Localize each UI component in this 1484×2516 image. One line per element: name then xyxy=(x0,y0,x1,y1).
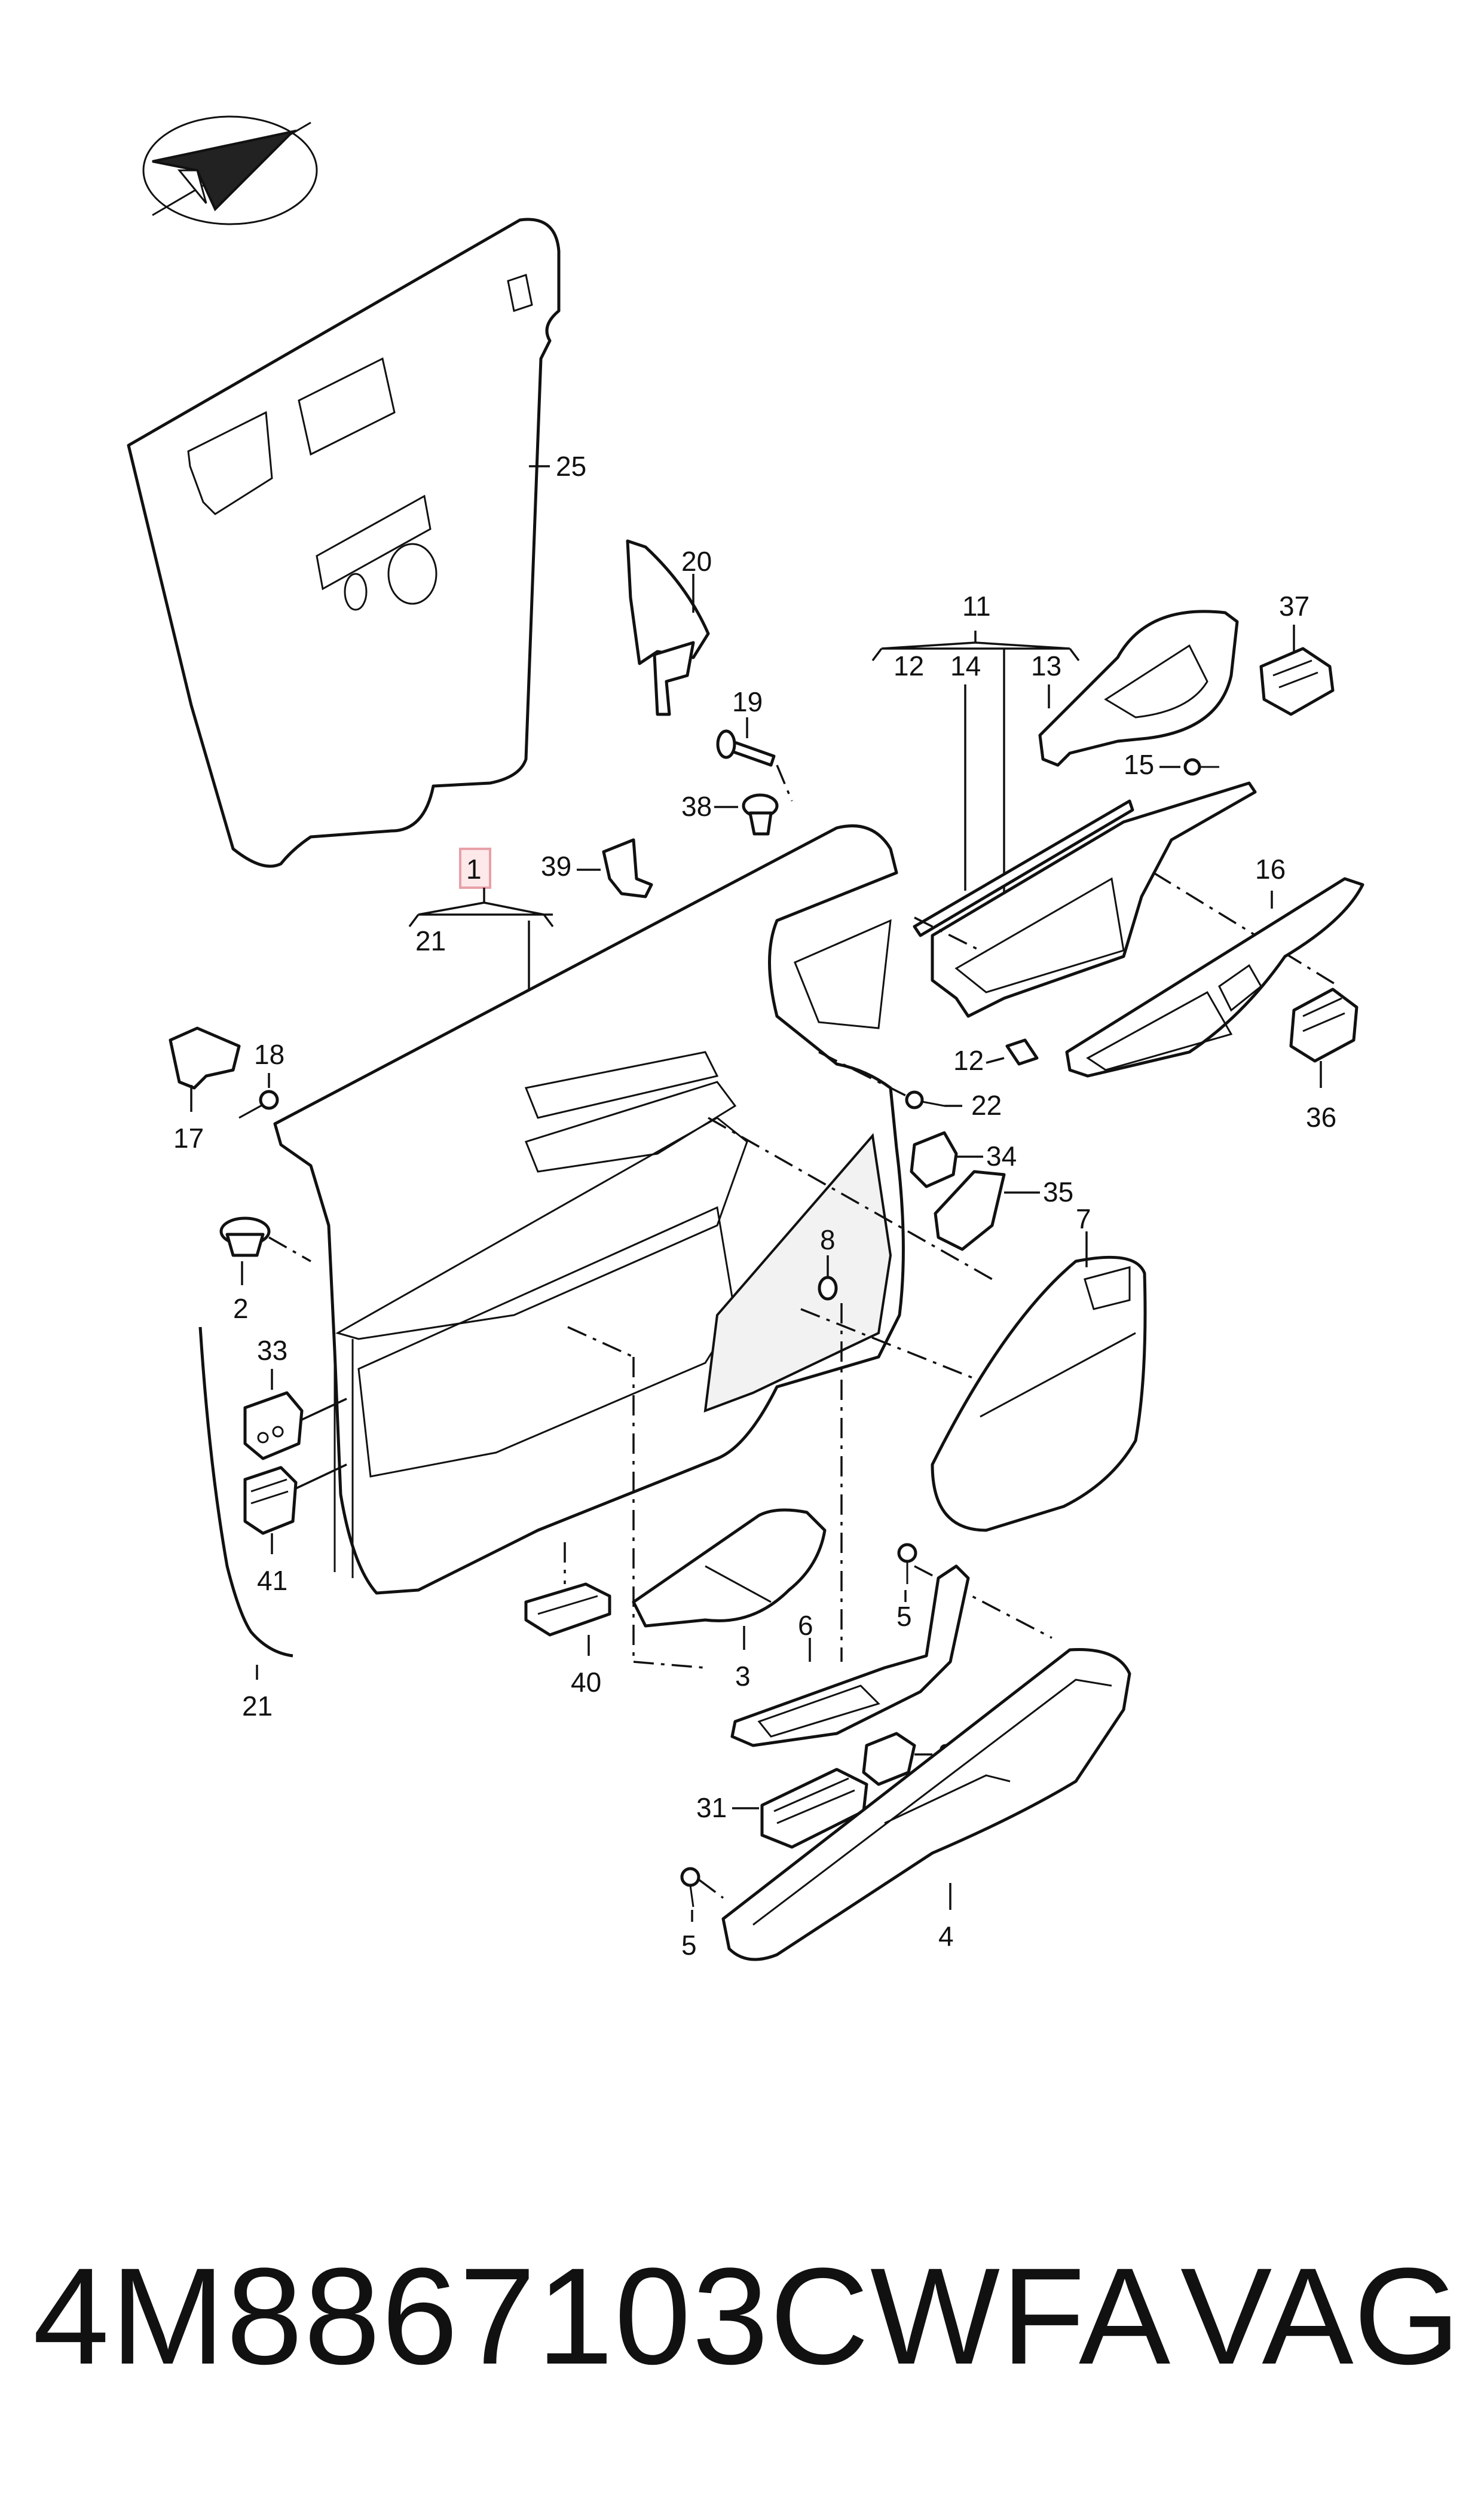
callout-36: 36 xyxy=(1306,1102,1336,1133)
part-2-grommet xyxy=(219,1216,271,1257)
part-13-door-handle xyxy=(1038,610,1239,767)
callout-33: 33 xyxy=(257,1335,287,1366)
callout-5a: 5 xyxy=(896,1601,912,1632)
callout-22: 22 xyxy=(971,1090,1002,1121)
part-12-clip xyxy=(1005,1038,1039,1066)
part-number: 4M8867103CWFA xyxy=(33,2239,1172,2393)
callout-37: 37 xyxy=(1279,591,1309,622)
part-5-screw-b xyxy=(680,1867,700,1907)
part-16-trim-strip xyxy=(1065,877,1364,1078)
part-41-switch xyxy=(243,1466,298,1535)
part-4-armrest xyxy=(721,1648,1131,1961)
callout-20: 20 xyxy=(681,546,712,577)
part-21-seal xyxy=(198,1326,293,1658)
part-3-pocket-liner xyxy=(632,1508,827,1628)
callout-17: 17 xyxy=(173,1123,204,1154)
callout-13: 13 xyxy=(1031,650,1061,681)
callout-21b: 21 xyxy=(242,1690,273,1722)
callout-1-highlight xyxy=(459,848,491,889)
callout-4: 4 xyxy=(938,1921,954,1952)
callout-21a: 21 xyxy=(415,925,446,956)
callout-18: 18 xyxy=(254,1039,284,1070)
callout-3: 3 xyxy=(735,1661,751,1692)
part-6-switch-carrier xyxy=(730,1564,970,1747)
callout-19: 19 xyxy=(732,686,763,717)
callout-12b: 12 xyxy=(953,1045,984,1076)
callout-14: 14 xyxy=(950,650,981,681)
exploded-parts-diagram: 25 20 19 38 39 1 21 1 xyxy=(127,115,1364,1961)
part-14-frame xyxy=(913,781,1257,1018)
callout-39: 39 xyxy=(541,851,571,882)
callout-41: 41 xyxy=(257,1565,287,1596)
part-22-screw xyxy=(905,1090,945,1109)
part-32-switch xyxy=(862,1732,916,1786)
part-39-bracket xyxy=(602,838,653,898)
part-36-switch xyxy=(1289,988,1358,1063)
part-1-door-trim-panel xyxy=(273,824,905,1595)
part-5-screw-a xyxy=(897,1543,917,1584)
part-15-screw xyxy=(1183,758,1219,776)
callout-2: 2 xyxy=(233,1293,249,1324)
part-35-bezel xyxy=(934,1170,1006,1251)
part-18-screw xyxy=(238,1090,279,1119)
callout-16: 16 xyxy=(1255,854,1286,885)
callout-1: 1 xyxy=(466,854,482,885)
part-19-pin xyxy=(716,729,776,767)
callout-15: 15 xyxy=(1124,749,1154,780)
callout-35: 35 xyxy=(1043,1176,1073,1207)
part-40-lamp xyxy=(524,1582,611,1637)
part-7-speaker-grille xyxy=(931,1255,1147,1532)
part-38-clip xyxy=(742,793,779,836)
callout-12a: 12 xyxy=(894,650,924,681)
callout-25: 25 xyxy=(556,451,586,482)
callout-5b: 5 xyxy=(681,1930,697,1961)
orientation-arrow-icon xyxy=(142,115,318,225)
callout-40: 40 xyxy=(571,1667,601,1698)
brand-name: VAG xyxy=(1180,2239,1461,2393)
part-17-bracket xyxy=(169,1026,241,1090)
part-20-mirror-trim xyxy=(626,539,710,716)
part-37-switch xyxy=(1259,647,1335,716)
part-25-insulation xyxy=(127,218,561,868)
callout-6: 6 xyxy=(798,1610,813,1641)
callout-31: 31 xyxy=(696,1792,727,1823)
part-34-switch xyxy=(910,1131,958,1188)
callout-8: 8 xyxy=(820,1224,836,1255)
callout-11: 11 xyxy=(962,591,991,622)
part-8-clip xyxy=(818,1276,838,1301)
callout-34: 34 xyxy=(986,1141,1017,1172)
callout-7: 7 xyxy=(1076,1203,1091,1234)
callout-38: 38 xyxy=(681,791,712,822)
part-33-switch xyxy=(243,1391,304,1460)
